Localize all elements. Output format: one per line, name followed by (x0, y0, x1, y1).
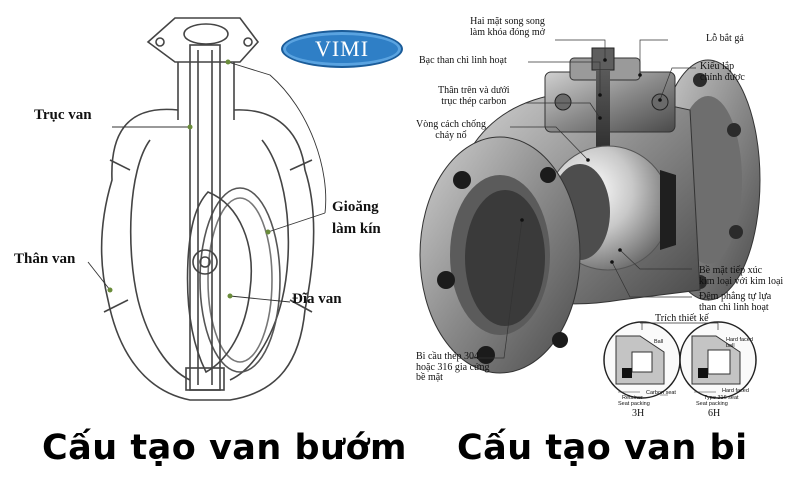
label-adjustable: Kiểu lắp chỉnh được (700, 61, 745, 83)
label-adjustable-line2: chỉnh được (700, 71, 745, 83)
inset-6h-code: 6H (708, 408, 721, 419)
inset-6h-type: Type 316 seat (704, 395, 739, 401)
inset-3h-seat: Carbon seat (646, 390, 676, 396)
label-design-excerpt: Trích thiết kế (655, 313, 709, 324)
label-metal-line1: Bề mặt tiếp xúc (699, 265, 763, 276)
label-mount-hole: Lỗ bắt gá (706, 33, 744, 44)
label-gasket: Gioăng làm kín (332, 199, 381, 238)
design-inset-6h (679, 321, 757, 399)
caption-ball-valve: Cấu tạo van bi (457, 428, 748, 468)
label-parallel-faces: Hai mặt song song làm khóa đóng mở (470, 16, 545, 38)
inset-6h-hardfaced-line1: Hard faced (726, 337, 753, 343)
label-ball: Bi cầu thép 304 hoặc 316 gia cứng bề mặt (416, 351, 490, 384)
label-graphite-bushing: Bạc than chì linh hoạt (419, 55, 507, 66)
label-gasket-line2: than chì linh hoạt (699, 301, 769, 313)
label-stem-line1: Thân trên và dưới (438, 85, 510, 96)
stem-top (591, 47, 615, 71)
gasket-ring (199, 187, 281, 373)
inset-3h-packing: Seat packing (618, 401, 650, 407)
label-antistatic-line1: Vòng cách chống (416, 119, 486, 130)
stem (596, 70, 610, 160)
top-flange (146, 17, 260, 63)
inset-3h-retainer: Retainer (622, 395, 643, 401)
label-antistatic-ring: Vòng cách chống cháy nổ (416, 119, 486, 141)
vimi-logo-text: VIMI (314, 36, 370, 61)
label-metal-contact: Bề mặt tiếp xúc kim loại với kim loại (699, 265, 784, 287)
label-shaft: Trục van (34, 107, 92, 123)
label-stem: Thân trên và dưới trục thép carbon (438, 85, 510, 107)
label-ball-line2: hoặc 316 gia cứng (416, 361, 490, 373)
label-metal-line2: kim loại với kim loại (699, 275, 784, 287)
label-gasket-line1: Đệm phẳng tự lựa (699, 291, 772, 302)
label-gasket-line1: Gioăng (332, 199, 379, 215)
label-antistatic-line2: cháy nổ (435, 129, 467, 141)
valve-body-outline (100, 108, 315, 401)
inset-3h-code: 3H (632, 408, 645, 419)
label-body: Thân van (14, 251, 76, 267)
inset-3h-ball: Ball (654, 339, 664, 345)
label-stem-line2: trục thép carbon (441, 95, 507, 107)
inset-6h-hardfaced-ball: Hard faced ball (726, 337, 753, 350)
label-gasket-line2: làm kín (332, 220, 381, 237)
label-adjustable-line1: Kiểu lắp (700, 61, 735, 72)
inset-6h-packing: Seat packing (696, 401, 728, 407)
inset-6h-hardfaced-line2: ball (726, 342, 735, 349)
label-disc: Đĩa van (292, 291, 342, 307)
design-inset-3h (603, 321, 681, 399)
seat-right (660, 170, 676, 250)
label-ball-line1: Bi cầu thép 304 (416, 351, 480, 362)
label-parallel-line2: làm khóa đóng mở (470, 26, 545, 38)
caption-butterfly-valve: Cấu tạo van bướm (42, 428, 408, 468)
inset-6h-seat: Hard faced (722, 388, 749, 394)
label-ball-line3: bề mặt (416, 372, 443, 383)
label-graphite-gasket: Đệm phẳng tự lựa than chì linh hoạt (699, 291, 772, 313)
label-parallel-line1: Hai mặt song song (470, 16, 545, 27)
vimi-logo: VIMI (281, 30, 403, 68)
